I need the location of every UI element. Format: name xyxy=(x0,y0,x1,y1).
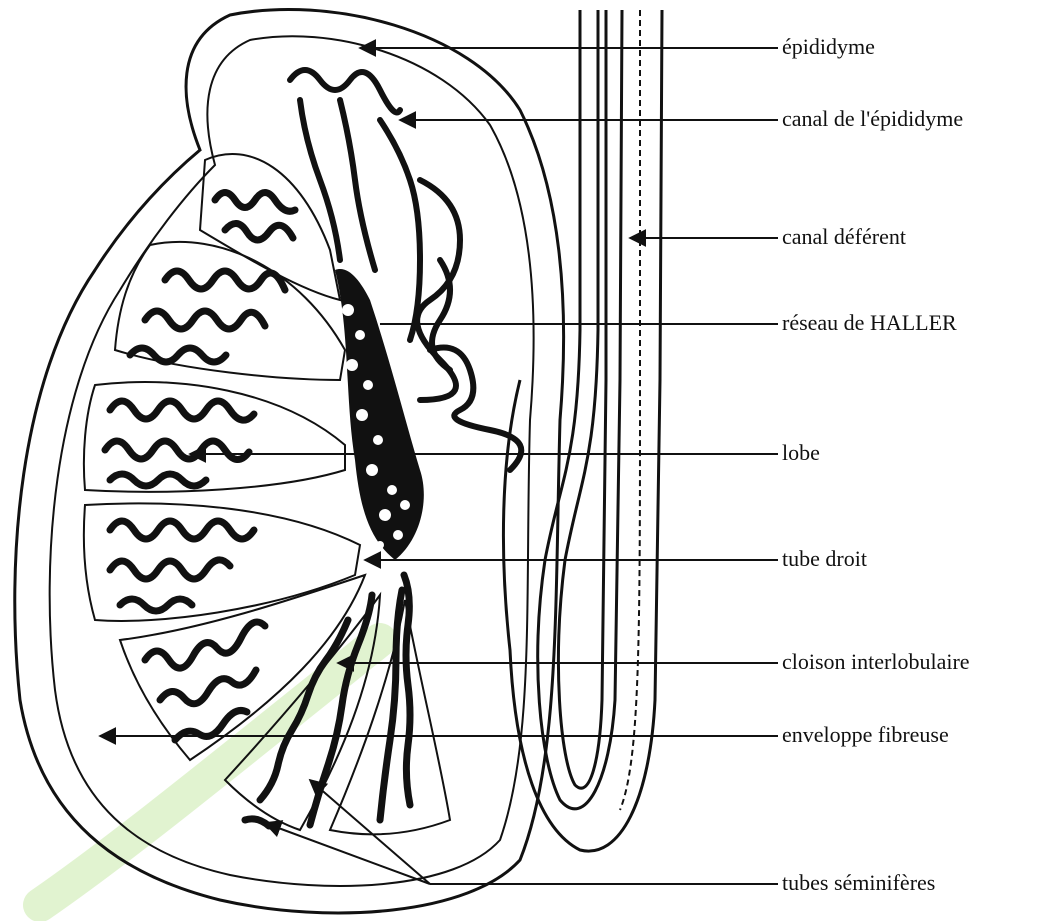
label-cloison-interlobulaire: cloison interlobulaire xyxy=(782,651,970,673)
label-canal-deferent: canal déférent xyxy=(782,226,906,248)
label-tubes-seminiferes: tubes séminifères xyxy=(782,872,935,894)
testis-inner-outline xyxy=(50,36,534,886)
label-canal-epididyme: canal de l'épididyme xyxy=(782,108,963,130)
epididymis-coils xyxy=(290,70,521,470)
label-enveloppe-fibreuse: enveloppe fibreuse xyxy=(782,724,949,746)
label-lobe: lobe xyxy=(782,442,820,464)
rete-testis xyxy=(335,269,424,560)
label-reseau-haller: réseau de HALLER xyxy=(782,312,957,334)
label-epididyme: épididyme xyxy=(782,36,875,58)
label-tube-droit: tube droit xyxy=(782,548,867,570)
enveloppe-fibreuse-outline xyxy=(15,9,564,912)
canal-deferent xyxy=(503,10,662,851)
